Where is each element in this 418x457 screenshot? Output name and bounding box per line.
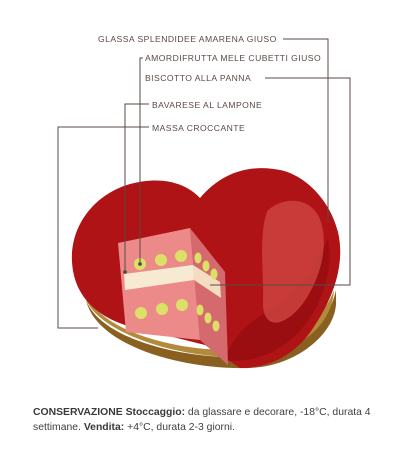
- apple-cube: [210, 268, 218, 280]
- storage-vendita-text: +4°C, durata 2-3 giorni.: [124, 421, 235, 433]
- base-top: [84, 290, 334, 358]
- leader-dot: [138, 262, 142, 266]
- apple-cube: [212, 320, 220, 332]
- apple-cube: [135, 307, 147, 319]
- leader-lines: [57, 38, 351, 329]
- base-side: [86, 290, 337, 369]
- glaze-highlight: [262, 200, 324, 323]
- label-massa: MASSA CROCCANTE: [152, 123, 246, 133]
- storage-stoccaggio-text: da glassare e decorare, -18°C, durata 4 …: [33, 407, 371, 433]
- leader-bavarese: [124, 103, 149, 272]
- label-amordifrutta: AMORDIFRUTTA MELE CUBETTI GIUSO: [145, 53, 322, 63]
- biscuit-layer: [124, 265, 194, 290]
- label-biscotto: BISCOTTO ALLA PANNA: [145, 73, 252, 83]
- apple-cube: [202, 260, 210, 272]
- apple-cube: [204, 312, 212, 324]
- apple-cube: [194, 252, 202, 264]
- storage-heading: CONSERVAZIONE Stoccaggio:: [33, 407, 186, 418]
- cake-cross-section: [118, 228, 228, 365]
- apple-cube: [196, 304, 204, 316]
- apple-cube: [176, 299, 188, 311]
- apple-cube: [155, 254, 167, 266]
- label-bavarese: BAVARESE AL LAMPONE: [152, 100, 263, 110]
- biscuit-layer-side: [193, 265, 221, 298]
- apple-cube: [156, 303, 168, 315]
- storage-info: CONSERVAZIONE Stoccaggio: da glassare e …: [33, 406, 403, 435]
- leader-biscotto: [210, 77, 351, 286]
- leader-dot: [123, 270, 127, 274]
- storage-vendita-label: Vendita:: [83, 421, 125, 433]
- leader-glassa: [283, 38, 329, 222]
- base-layer: [84, 290, 337, 369]
- label-glassa: GLASSA SPLENDIDEE AMARENA GIUSO: [98, 34, 277, 44]
- leader-massa: [57, 126, 149, 329]
- leader-amordifrutta: [139, 57, 143, 264]
- apple-cube: [175, 250, 187, 262]
- glaze-front-face: [225, 238, 330, 361]
